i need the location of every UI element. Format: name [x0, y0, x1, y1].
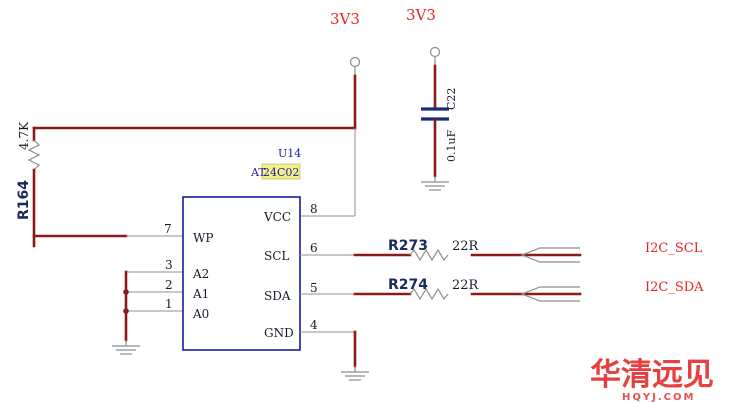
- pin-number-2: 2: [165, 278, 173, 292]
- pullup-ref: R164: [16, 180, 32, 220]
- pin-number-6: 6: [310, 241, 318, 255]
- net-label-i2c-scl: I2C_SCL: [645, 241, 703, 256]
- power-label-3v3-left: 3V3: [330, 10, 360, 28]
- net-label-i2c-sda: I2C_SDA: [645, 280, 704, 295]
- capacitor-value: 0.1uF: [445, 129, 458, 162]
- power-port-left: [349, 56, 361, 76]
- ic-part-number: 24C02: [263, 166, 299, 179]
- pin-name-a0: A0: [192, 307, 209, 321]
- pin-name-gnd: GND: [264, 326, 294, 340]
- scl-path: [300, 247, 582, 263]
- sda-path: [300, 286, 582, 302]
- pin-number-5: 5: [310, 281, 318, 295]
- pin-name-vcc: VCC: [263, 210, 291, 224]
- pin-number-1: 1: [165, 297, 173, 311]
- resistor-r164: [27, 126, 41, 248]
- capacitor-ref: C22: [445, 88, 458, 110]
- ic-part-highlight: [261, 163, 301, 180]
- power-label-3v3-right: 3V3: [406, 6, 436, 24]
- watermark-logo: 华清远见 HQYJ.COM: [590, 357, 714, 403]
- pullup-value: 4.7K: [17, 121, 31, 150]
- pin-name-wp: WP: [193, 231, 213, 245]
- pin-number-8: 8: [310, 202, 318, 216]
- pin-number-4: 4: [310, 318, 318, 332]
- address-pins-ground: [112, 270, 183, 355]
- pin-name-sda: SDA: [264, 289, 291, 303]
- capacitor-c22: [421, 64, 449, 191]
- scl-resistor-value: 22R: [452, 239, 480, 254]
- scl-resistor-ref: R273: [388, 238, 428, 254]
- pin-name-a2: A2: [192, 267, 209, 281]
- pin-name-a1: A1: [192, 287, 209, 301]
- ic-u14-body: [182, 196, 301, 351]
- watermark-text: 华清远见: [590, 357, 714, 393]
- pin-number-7: 7: [164, 222, 172, 236]
- watermark-subtext: HQYJ.COM: [622, 392, 695, 403]
- sda-resistor-value: 22R: [452, 278, 480, 293]
- ic-ref: U14: [278, 147, 301, 160]
- ic-part-prefix: AT: [250, 166, 266, 179]
- pin-number-3: 3: [165, 258, 173, 272]
- pin-name-scl: SCL: [264, 249, 289, 263]
- sda-resistor-ref: R274: [388, 277, 428, 293]
- ic-gnd-connection: [300, 330, 369, 381]
- power-port-right: [429, 46, 441, 66]
